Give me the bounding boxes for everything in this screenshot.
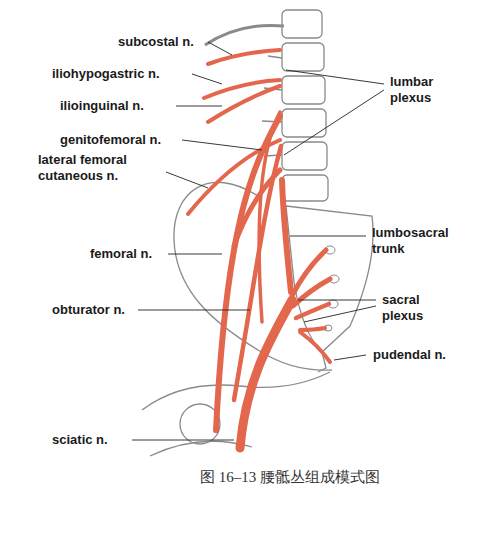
nerve-label: femoral n. (90, 246, 152, 262)
nerve (296, 304, 329, 318)
nerves (188, 50, 330, 448)
nerve-label: sciatic n. (52, 432, 108, 448)
vertebra (282, 109, 326, 137)
nerve-label: iliohypogastric n. (52, 66, 160, 82)
leader-line (286, 70, 384, 84)
vertebra (282, 175, 328, 201)
figure-caption: 图 16–13 腰骶丛组成模式图 (200, 468, 380, 487)
nerve-label: sacral plexus (382, 292, 444, 324)
leader-line (138, 310, 250, 311)
sacrum (286, 206, 373, 352)
vertebra (282, 43, 324, 71)
leader-line (182, 140, 262, 150)
nerve-label: ilioinguinal n. (60, 98, 144, 114)
leader-line (132, 440, 234, 441)
leader-line (290, 236, 366, 237)
nerve-label: lumbosacral trunk (372, 225, 472, 257)
leader-line (298, 300, 376, 301)
nerve-label: lateral femoral cutaneous n. (38, 152, 158, 184)
leader-line (334, 355, 366, 360)
vertebra (282, 142, 327, 170)
rib (205, 25, 284, 45)
nerve (293, 279, 330, 306)
vertebra (282, 10, 322, 38)
nerve (292, 250, 326, 296)
nerve-label: genitofemoral n. (60, 132, 161, 148)
bones (142, 10, 373, 456)
leader-line (192, 74, 222, 84)
leader-line (168, 254, 222, 255)
nerve (240, 300, 292, 448)
nerve-label: obturator n. (52, 302, 125, 318)
nerve (300, 332, 330, 362)
vertebra (282, 76, 325, 104)
leader-line (284, 90, 384, 155)
nerve-label: subcostal n. (118, 34, 194, 50)
leader-line (304, 306, 376, 322)
nerve-label: pudendal n. (373, 347, 446, 363)
leader-line (166, 172, 208, 188)
nerve (208, 86, 280, 122)
sacral-foramina (324, 246, 339, 331)
leader-lines (132, 42, 384, 440)
nerve (300, 328, 325, 330)
nerve-label: lumbar plexus (390, 74, 452, 106)
nerve (216, 116, 280, 430)
nerve (282, 180, 291, 292)
nerve (208, 50, 280, 64)
leader-line (208, 42, 232, 55)
leader-line (176, 106, 222, 107)
